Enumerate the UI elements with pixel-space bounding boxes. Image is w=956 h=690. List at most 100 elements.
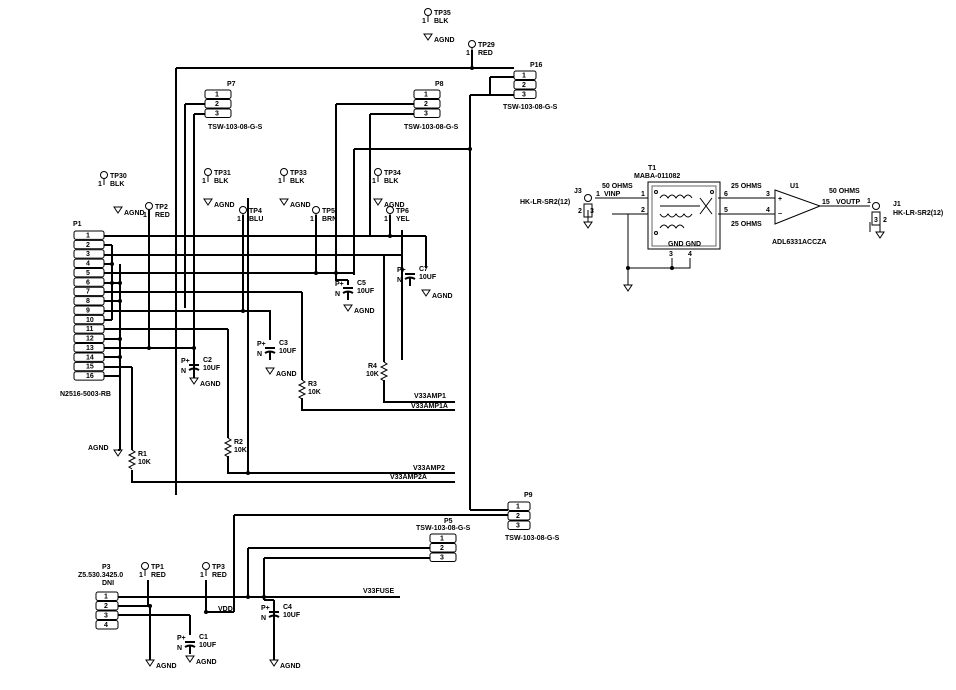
t1-pin5: 5 — [724, 207, 728, 214]
testpoint-ref: TP2 — [155, 204, 168, 211]
ground-label: AGND — [276, 371, 297, 378]
testpoint-pin: 1 — [237, 216, 241, 223]
net-vdd: VDD — [218, 606, 233, 613]
testpoint-ref: TP4 — [249, 208, 262, 215]
testpoint-ref: TP5 — [322, 208, 335, 215]
p5-ref: P5 — [444, 518, 453, 525]
ground-label: AGND — [124, 210, 145, 217]
p1-pin-9: 9 — [86, 307, 90, 314]
ground-icon — [623, 284, 633, 292]
ohms25-top-label: 25 OHMS — [731, 183, 762, 190]
p8-part: TSW-103-08-G-S — [404, 124, 459, 131]
t1-part: MABA-011082 — [634, 173, 680, 180]
p9-part: TSW-103-08-G-S — [505, 535, 560, 542]
amplifier-u1: U1 + − 3 4 15 ADL6331ACCZA — [766, 183, 830, 246]
p1-pin-box — [73, 352, 105, 362]
p7-pin-box — [204, 89, 232, 99]
p3-part: Z5.530.3425.0 — [78, 572, 123, 579]
testpoint-pin: 1 — [139, 572, 143, 579]
ground-label: AGND — [384, 202, 405, 209]
net-v33amp1a: V33AMP1A — [411, 403, 448, 410]
p1-pin-13: 13 — [86, 345, 94, 352]
p1-pin-4: 4 — [86, 261, 90, 268]
testpoint-icon — [374, 168, 382, 176]
p1-part: N2516-5003-RB — [60, 391, 111, 398]
testpoint-color: YEL — [396, 216, 410, 223]
testpoint-ref: TP6 — [396, 208, 409, 215]
ground-icon: AGND — [113, 206, 145, 217]
header-p9: P9 123 TSW-103-08-G-S — [505, 492, 560, 542]
testpoint-pin: 1 — [278, 178, 282, 185]
ground-icon: AGND — [203, 198, 235, 209]
p7-ref: P7 — [227, 81, 236, 88]
capacitor-neg: N — [261, 615, 266, 622]
p1-pin-box — [73, 286, 105, 297]
j1-coax-icon — [872, 202, 880, 210]
capacitor-neg: N — [335, 291, 340, 298]
transformer-t1: T1 MABA-011082 1 2 6 5 GND GND 3 4 — [634, 165, 728, 258]
t1-pin2: 2 — [641, 207, 645, 214]
p3-pin-box — [95, 601, 119, 611]
ground-icon: AGND — [343, 304, 375, 315]
capacitor-pos: P+ — [335, 281, 344, 288]
p3-pin-2: 2 — [104, 603, 108, 610]
testpoint-pin: 1 — [202, 178, 206, 185]
testpoint-icon — [204, 168, 212, 176]
p5-pin-box — [429, 543, 457, 553]
p8-ref: P8 — [435, 81, 444, 88]
ground-icon — [583, 221, 593, 229]
testpoint-icon — [239, 206, 247, 214]
p1-pin-box — [73, 296, 105, 306]
testpoint-color: RED — [151, 572, 166, 579]
resistor-value: 10K — [234, 447, 247, 454]
ground-label: AGND — [200, 381, 221, 388]
testpoint-pin: 1 — [372, 178, 376, 185]
p7-pin-box — [204, 108, 232, 118]
p9-pin-box — [507, 501, 531, 511]
p8-pin-box — [413, 108, 441, 118]
resistor-ref: R1 — [138, 451, 147, 458]
j3-pin2: 2 — [578, 208, 582, 215]
p1-pin-12: 12 — [86, 336, 94, 343]
p5-pin-1: 1 — [440, 536, 444, 543]
testpoint-icon — [141, 562, 149, 570]
testpoint-pin: 1 — [466, 50, 470, 57]
ground-icon — [875, 231, 885, 239]
testpoint-pin: 1 — [200, 572, 204, 579]
testpoint-icon — [145, 202, 153, 210]
p1-pin-box — [73, 258, 105, 269]
resistor-value: 10K — [308, 389, 321, 396]
testpoint-ref: TP31 — [214, 170, 231, 177]
ground-icon: AGND — [373, 198, 405, 209]
testpoint-color: BRN — [322, 216, 337, 223]
p1-pin-box — [73, 371, 105, 381]
capacitor-pos: P+ — [397, 267, 406, 274]
p8-pin-box — [413, 89, 441, 99]
p16-pin-box — [513, 80, 537, 90]
p9-pin-box — [507, 511, 531, 521]
capacitor-pos: P+ — [177, 635, 186, 642]
p16-pin-box — [513, 89, 537, 99]
j3-ref: J3 — [574, 188, 582, 195]
testpoint-ref: TP1 — [151, 564, 164, 571]
testpoint-pin: 1 — [310, 216, 314, 223]
ground-icon: AGND — [279, 198, 311, 209]
capacitor-ref: C4 — [283, 604, 292, 611]
p9-pin-1: 1 — [516, 504, 520, 511]
j3-coax-icon — [584, 194, 592, 202]
header-p8: P8 123 TSW-103-08-G-S — [404, 81, 459, 131]
t1-body — [647, 181, 721, 250]
p1-pin-11: 11 — [86, 326, 94, 333]
capacitor-pos: P+ — [257, 341, 266, 348]
